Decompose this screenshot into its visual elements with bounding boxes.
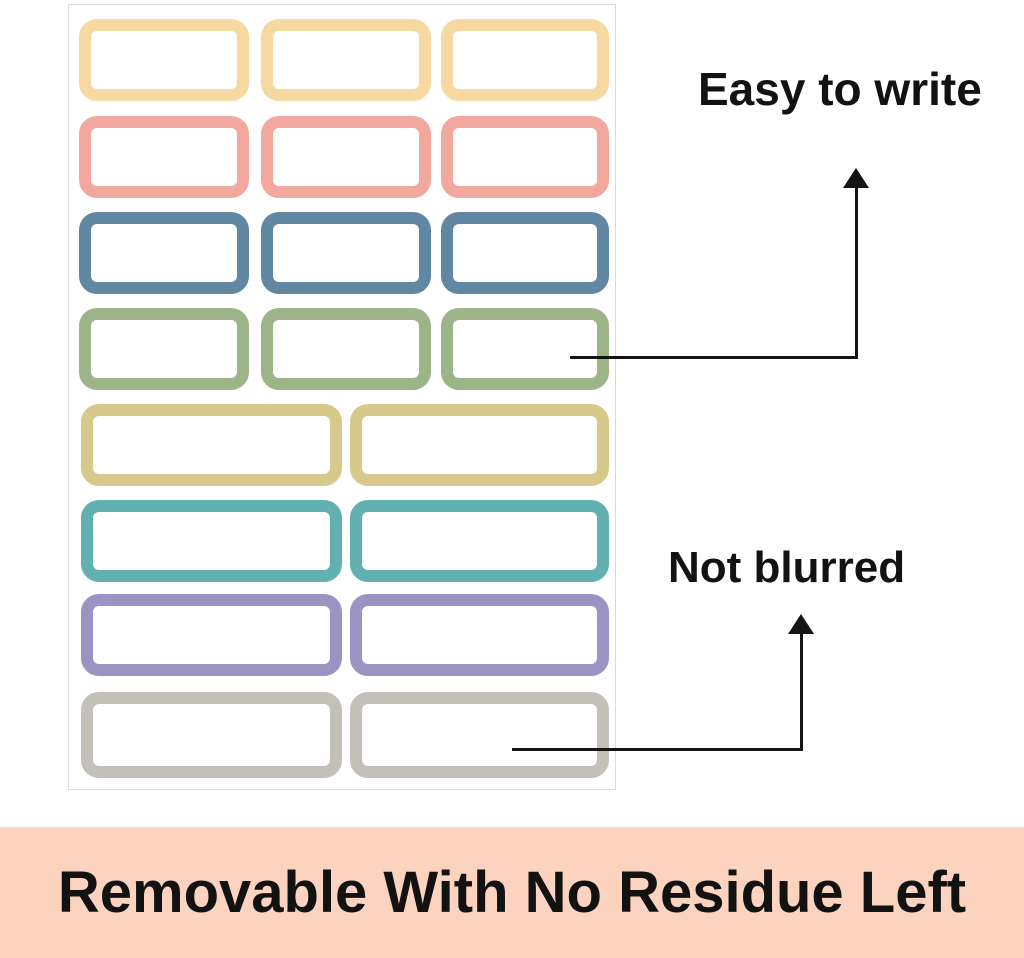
- label-sticker-salmon: [79, 116, 249, 198]
- arrow-horizontal-line: [512, 748, 803, 751]
- label-sticker-teal: [350, 500, 609, 582]
- label-sticker-green: [441, 308, 609, 390]
- label-sticker-salmon: [261, 116, 431, 198]
- label-sticker-green: [79, 308, 249, 390]
- label-sticker-salmon: [441, 116, 609, 198]
- arrow-up-icon: [843, 168, 869, 188]
- label-sticker-yellow: [79, 19, 249, 101]
- arrow-vertical-line: [855, 186, 858, 359]
- label-sticker-olive: [350, 404, 609, 486]
- label-sticker-olive: [81, 404, 342, 486]
- label-sticker-green: [261, 308, 431, 390]
- banner-text: Removable With No Residue Left: [57, 859, 967, 925]
- arrow-vertical-line: [800, 632, 803, 751]
- not-blurred-caption: Not blurred: [668, 543, 906, 592]
- label-sticker-purple: [81, 594, 342, 676]
- label-sheet: [68, 4, 616, 790]
- label-sticker-teal: [81, 500, 342, 582]
- label-sticker-gray: [350, 692, 609, 778]
- label-sticker-yellow: [261, 19, 431, 101]
- easy-to-write-caption: Easy to write: [698, 63, 982, 115]
- label-sticker-blue: [441, 212, 609, 294]
- label-sticker-gray: [81, 692, 342, 778]
- label-sticker-blue: [261, 212, 431, 294]
- label-sticker-purple: [350, 594, 609, 676]
- bottom-banner: Removable With No Residue Left: [0, 827, 1024, 958]
- label-sticker-yellow: [441, 19, 609, 101]
- arrow-horizontal-line: [570, 356, 858, 359]
- label-sticker-blue: [79, 212, 249, 294]
- arrow-up-icon: [788, 614, 814, 634]
